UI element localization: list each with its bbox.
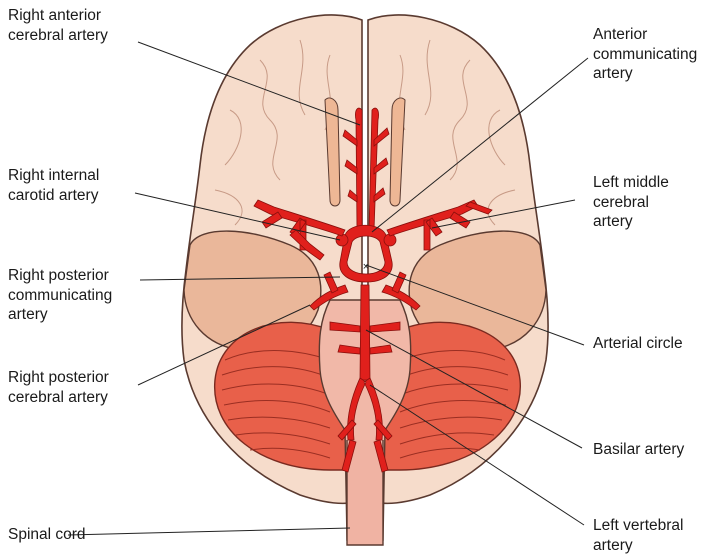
basilar-artery-vessel [360, 285, 370, 380]
leader-spinal-cord [68, 528, 350, 535]
label-left-middle-cerebral-artery: Left middle cerebral artery [593, 173, 669, 232]
label-left-vertebral-artery: Left vertebral artery [593, 516, 683, 555]
arterial-circle-marker: × [363, 261, 369, 273]
label-spinal-cord: Spinal cord [8, 525, 86, 545]
label-right-posterior-communicating-artery: Right posterior communicating artery [8, 266, 112, 325]
label-right-internal-carotid-artery: Right internal carotid artery [8, 166, 99, 205]
label-right-posterior-cerebral-artery: Right posterior cerebral artery [8, 368, 109, 407]
arterial-circle-ring [340, 225, 392, 282]
label-anterior-communicating-artery: Anterior communicating artery [593, 25, 697, 84]
label-right-anterior-cerebral-artery: Right anterior cerebral artery [8, 6, 108, 45]
label-arterial-circle: Arterial circle [593, 334, 683, 354]
label-basilar-artery: Basilar artery [593, 440, 684, 460]
